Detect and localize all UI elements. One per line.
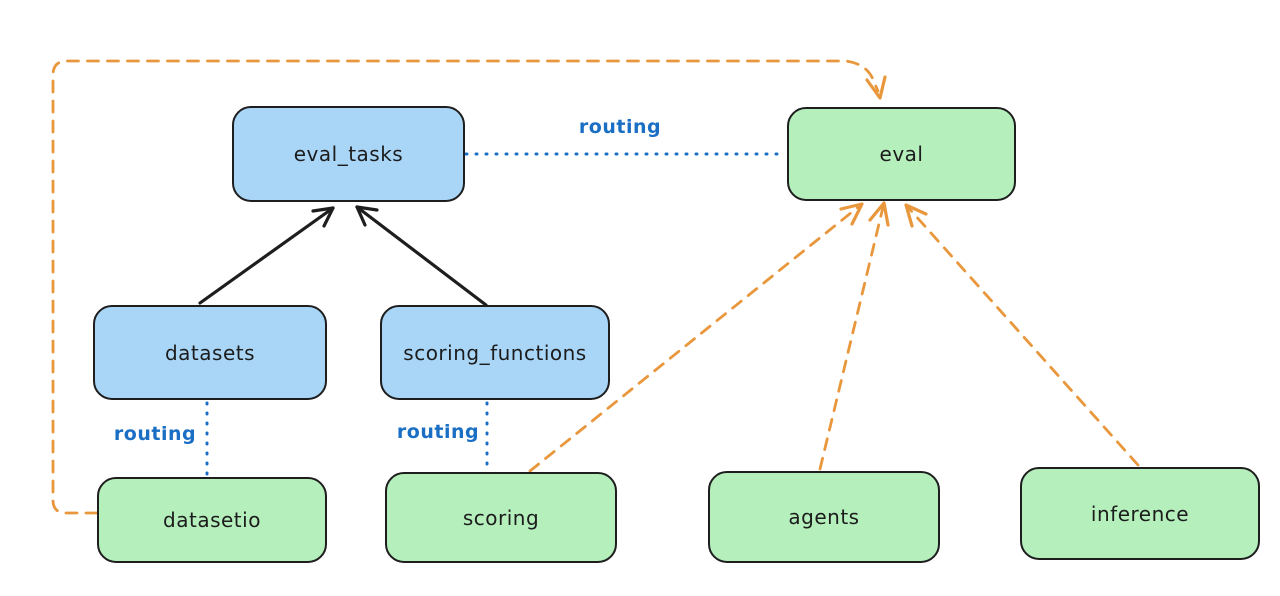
edge-scoring-to-eval-arrowhead [839,202,864,226]
edge-datasetio-to-eval-dashed [51,59,880,515]
edge-agents-to-eval-dashed [818,201,886,471]
node-eval: eval [787,107,1016,201]
node-scoring: scoring [385,472,617,563]
node-inference-label: inference [1090,501,1190,526]
edge-inference-to-eval-dashed [904,203,1140,467]
edge-label-routing-scoring-functions-scoring: routing [396,421,480,443]
edge-scoring-to-eval-dashed [528,202,864,473]
node-datasetio-label: datasetio [163,508,261,532]
node-datasetio: datasetio [97,477,327,563]
edge-scoring-functions-to-eval-tasks [355,205,488,307]
edge-label-routing-datasets-datasetio: routing [113,423,197,445]
node-agents-label: agents [788,505,860,529]
edge-datasets-to-eval-tasks [198,206,335,305]
node-agents: agents [708,471,940,563]
edge-datasets-to-eval-tasks-arrowhead [311,206,335,228]
edge-datasetio-to-eval-arrowhead [865,75,887,100]
node-eval-tasks-label: eval_tasks [293,142,404,166]
edge-scoring-functions-to-eval-tasks-arrowhead [355,205,379,227]
node-scoring-label: scoring [462,505,540,530]
node-datasets-label: datasets [164,340,256,365]
node-inference: inference [1020,467,1260,560]
edge-agents-to-eval-arrowhead [868,201,890,227]
node-datasets: datasets [93,305,327,400]
node-eval-label: eval [879,142,924,166]
edge-label-routing-eval-tasks-eval: routing [578,116,662,138]
node-eval-tasks: eval_tasks [232,106,465,202]
node-scoring-functions: scoring_functions [380,305,610,400]
node-scoring-functions-label: scoring_functions [403,340,587,365]
edge-inference-to-eval-arrowhead [904,203,928,228]
